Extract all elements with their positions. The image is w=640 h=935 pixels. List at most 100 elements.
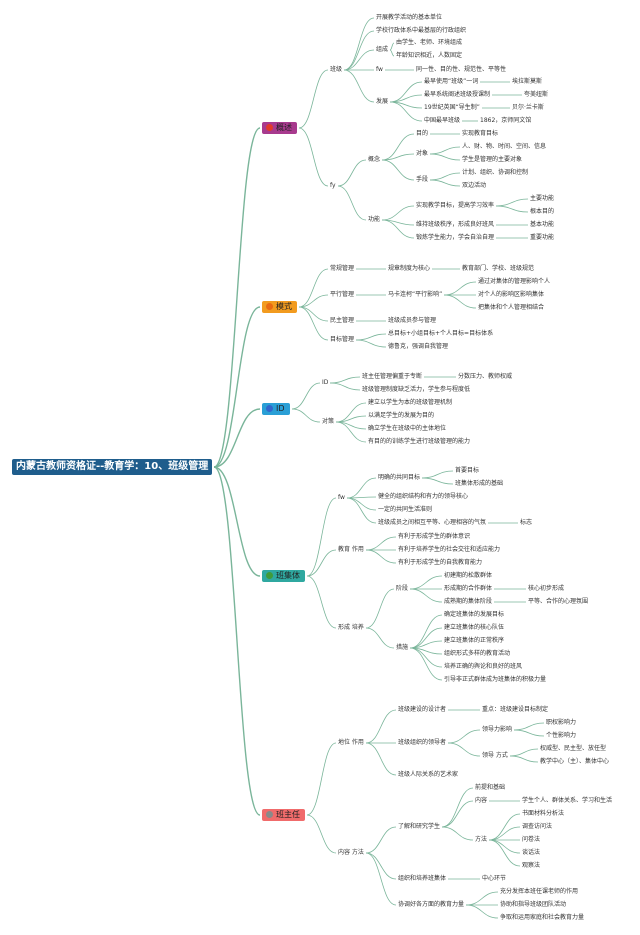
mindmap-node[interactable]: 确定班集体的发展目标	[444, 611, 504, 619]
mindmap-node[interactable]: 组织形式多样的教育活动	[444, 650, 510, 658]
mindmap-node[interactable]: 年龄知识相近，人数固定	[396, 52, 462, 60]
mindmap-node[interactable]: 有利于形成学生的自我教育能力	[398, 559, 482, 567]
mindmap-node[interactable]: 主要功能	[530, 195, 554, 203]
mindmap-node[interactable]: 手段	[416, 176, 428, 184]
mindmap-node[interactable]: 班级成员参与管理	[388, 317, 436, 325]
mindmap-node[interactable]: 把集体和个人管理相结合	[478, 304, 544, 312]
mindmap-node[interactable]: 组成	[376, 46, 388, 54]
mindmap-node[interactable]: 德鲁克，强调自我管理	[388, 343, 448, 351]
mindmap-node[interactable]: 个性影响力	[546, 732, 576, 740]
root-topic[interactable]: 内蒙古教师资格证--教育学：10、班级管理	[12, 459, 213, 475]
mindmap-node[interactable]: fy	[330, 182, 336, 190]
mindmap-node[interactable]: 健全的组织结构和有力的领导核心	[378, 493, 468, 501]
topic-n1[interactable]: 概述	[262, 122, 297, 134]
mindmap-node[interactable]: 重要功能	[530, 234, 554, 242]
mindmap-node[interactable]: 地位 作用	[338, 739, 364, 747]
mindmap-node[interactable]: 谈话法	[522, 849, 540, 857]
mindmap-node[interactable]: 同一性、目的性、规范性、平等性	[416, 66, 506, 74]
mindmap-node[interactable]: 通过对集体的管理影响个人	[478, 278, 550, 286]
mindmap-node[interactable]: 以满足学生的发展为目的	[368, 412, 434, 420]
mindmap-node[interactable]: 班主任管理偏重于专断	[362, 373, 422, 381]
mindmap-node[interactable]: 一定的共同生活准则	[378, 506, 432, 514]
mindmap-node[interactable]: 目标管理	[330, 336, 354, 344]
mindmap-node[interactable]: 分数压力、教师权威	[458, 373, 512, 381]
mindmap-node[interactable]: 发展	[376, 98, 388, 106]
mindmap-node[interactable]: 领导力影响	[482, 726, 512, 734]
mindmap-node[interactable]: 有利于培养学生的社会交往和适应能力	[398, 546, 500, 554]
mindmap-node[interactable]: 教育部门、学校、班级规范	[462, 265, 534, 273]
mindmap-node[interactable]: 争取和运用家庭和社会教育力量	[500, 914, 584, 922]
mindmap-node[interactable]: 方法	[475, 836, 487, 844]
mindmap-node[interactable]: 充分发挥本班任课老师的作用	[500, 888, 578, 896]
mindmap-node[interactable]: 班级人际关系的艺术家	[398, 771, 458, 779]
mindmap-node[interactable]: 学校行政体系中最基层的行政组织	[376, 27, 466, 35]
mindmap-node[interactable]: 概念	[368, 156, 380, 164]
mindmap-node[interactable]: 了解和研究学生	[398, 823, 440, 831]
mindmap-node[interactable]: 对象	[416, 150, 428, 158]
mindmap-node[interactable]: 学生是管理的主要对象	[462, 156, 522, 164]
mindmap-node[interactable]: 建立班集体的正常秩序	[444, 637, 504, 645]
mindmap-node[interactable]: ID	[322, 379, 328, 387]
mindmap-node[interactable]: 明确的共同目标	[378, 474, 420, 482]
mindmap-node[interactable]: 协助和指导班级团队活动	[500, 901, 566, 909]
mindmap-node[interactable]: 对策	[322, 418, 334, 426]
mindmap-node[interactable]: 成熟期的集体阶段	[444, 598, 492, 606]
mindmap-node[interactable]: 培养正确的舆论和良好的班风	[444, 663, 522, 671]
mindmap-node[interactable]: 建立班集体的核心队伍	[444, 624, 504, 632]
mindmap-node[interactable]: 首要目标	[455, 467, 479, 475]
mindmap-node[interactable]: 班级管理制度缺乏活力，学生参与程度低	[362, 386, 470, 394]
mindmap-node[interactable]: 书面材料分析法	[522, 810, 564, 818]
mindmap-node[interactable]: 中心环节	[482, 875, 506, 883]
mindmap-node[interactable]: 贝尔·兰卡斯	[512, 104, 544, 112]
mindmap-node[interactable]: 有目的的训练学生进行班级管理的能力	[368, 438, 470, 446]
mindmap-node[interactable]: 标志	[520, 519, 532, 527]
topic-n4[interactable]: 班集体	[262, 570, 305, 582]
mindmap-node[interactable]: 班集体形成的基础	[455, 480, 503, 488]
mindmap-node[interactable]: 1862，京师同文馆	[480, 117, 531, 125]
mindmap-node[interactable]: 核心初步形成	[528, 585, 564, 593]
mindmap-node[interactable]: 班级	[330, 66, 342, 74]
mindmap-node[interactable]: fw	[338, 494, 345, 502]
mindmap-node[interactable]: 规章制度为核心	[388, 265, 430, 273]
mindmap-node[interactable]: 人、财、物、时间、空间、信息	[462, 143, 546, 151]
mindmap-node[interactable]: 前提和基础	[475, 784, 505, 792]
mindmap-node[interactable]: 计划、组织、协调和控制	[462, 169, 528, 177]
mindmap-node[interactable]: 基本功能	[530, 221, 554, 229]
mindmap-node[interactable]: 19世纪英国“导生制”	[424, 104, 480, 112]
mindmap-node[interactable]: 协调好各方面的教育力量	[398, 901, 464, 909]
mindmap-node[interactable]: 平等、合作的心理氛围	[528, 598, 588, 606]
mindmap-node[interactable]: 职权影响力	[546, 719, 576, 727]
mindmap-node[interactable]: 功能	[368, 216, 380, 224]
mindmap-node[interactable]: 维持班级秩序，形成良好班风	[416, 221, 494, 229]
mindmap-node[interactable]: 锻炼学生能力，学会自治自理	[416, 234, 494, 242]
mindmap-node[interactable]: 初建期的松散群体	[444, 572, 492, 580]
mindmap-node[interactable]: 中国最早班级	[424, 117, 460, 125]
topic-n5[interactable]: 班主任	[262, 809, 305, 821]
mindmap-node[interactable]: 最早系统阐述班级授课制	[424, 91, 490, 99]
mindmap-node[interactable]: 问卷法	[522, 836, 540, 844]
mindmap-node[interactable]: 常规管理	[330, 265, 354, 273]
mindmap-node[interactable]: 形成 培养	[338, 624, 364, 632]
mindmap-node[interactable]: 开展教学活动的基本单位	[376, 14, 442, 22]
mindmap-node[interactable]: 调查访问法	[522, 823, 552, 831]
mindmap-node[interactable]: 建立以学生为本的班级管理机制	[368, 399, 452, 407]
mindmap-node[interactable]: 由学生、老师、环境组成	[396, 39, 462, 47]
mindmap-node[interactable]: 班级成员之间相互平等、心理相容的气氛	[378, 519, 486, 527]
mindmap-node[interactable]: 阶段	[396, 585, 408, 593]
mindmap-node[interactable]: 实现教学目标，提高学习效率	[416, 202, 494, 210]
topic-n3[interactable]: ID	[262, 403, 290, 415]
mindmap-node[interactable]: 内容	[475, 797, 487, 805]
mindmap-node[interactable]: 引导非正式群体成为班集体的积极力量	[444, 676, 546, 684]
mindmap-node[interactable]: fw	[376, 66, 383, 74]
mindmap-node[interactable]: 权威型、民主型、放任型	[540, 745, 606, 753]
topic-n2[interactable]: 模式	[262, 301, 297, 313]
mindmap-node[interactable]: 双边活动	[462, 182, 486, 190]
mindmap-node[interactable]: 班级组织的领导者	[398, 739, 446, 747]
mindmap-node[interactable]: 教育 作用	[338, 546, 364, 554]
mindmap-node[interactable]: 马卡连柯“平行影响”	[388, 291, 442, 299]
mindmap-node[interactable]: 措施	[396, 644, 408, 652]
mindmap-node[interactable]: 埃拉斯莫斯	[512, 78, 542, 86]
mindmap-node[interactable]: 班级建设的设计者	[398, 706, 446, 714]
mindmap-node[interactable]: 形成期的合作群体	[444, 585, 492, 593]
mindmap-node[interactable]: 平行管理	[330, 291, 354, 299]
